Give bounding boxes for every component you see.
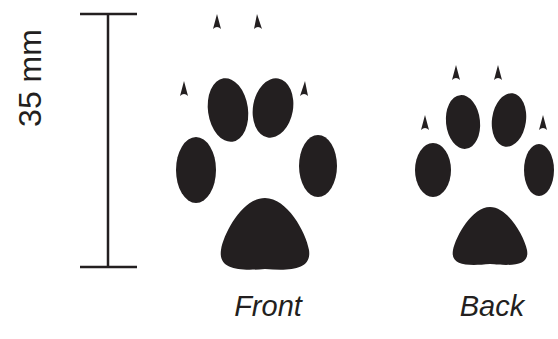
claw-mark: [494, 65, 502, 80]
toe-pad: [415, 143, 451, 197]
heel-pad: [453, 207, 528, 265]
claw-mark: [254, 14, 262, 29]
scale-tick: [80, 13, 137, 16]
scale-bar: [80, 14, 137, 267]
back-paw: [415, 65, 554, 265]
scale-tick: [80, 266, 137, 269]
claw-mark: [180, 81, 188, 96]
toe-pad: [299, 135, 337, 197]
heel-pad: [221, 198, 310, 270]
toe-pad: [443, 93, 482, 150]
toe-pad: [176, 137, 216, 203]
front-paw: [176, 14, 337, 270]
paw-caption: Front: [234, 292, 302, 321]
claw-mark: [539, 115, 547, 130]
claw-mark: [300, 81, 308, 96]
scale-line: [107, 14, 110, 267]
claw-mark: [452, 65, 460, 80]
claw-mark: [213, 14, 221, 29]
toe-pad: [248, 75, 298, 141]
dimension-label: 35 mm: [14, 29, 46, 127]
claw-mark: [421, 115, 429, 130]
toe-pad: [204, 76, 253, 145]
paw-caption: Back: [460, 292, 524, 321]
toe-pad: [524, 144, 554, 196]
toe-pad: [488, 91, 529, 149]
